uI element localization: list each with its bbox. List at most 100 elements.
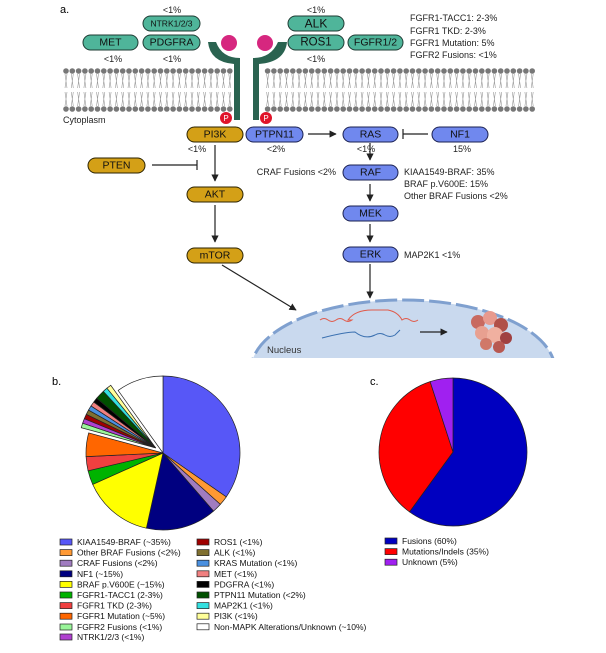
node-label: RAF (360, 167, 381, 179)
legend-item: CRAF Fusions (<2%) (59, 558, 158, 568)
legend-item: PI3K (<1%) (196, 611, 258, 621)
legend-swatch (59, 623, 73, 631)
legend-swatch (196, 538, 210, 546)
node-ras: RAS (342, 126, 399, 143)
dna-icon (319, 309, 419, 322)
legend-swatch (59, 633, 73, 641)
phospho-icon: P (220, 112, 232, 124)
pie-chart-c (378, 377, 528, 527)
met-freq: <1% (104, 54, 122, 64)
legend-label: Mutations/Indels (35%) (402, 547, 489, 557)
cell-membrane (63, 68, 535, 112)
ligand-icon (221, 35, 237, 51)
legend-label: FGFR2 Fusions (<1%) (77, 622, 162, 632)
legend-label: Unknown (5%) (402, 557, 458, 567)
pi3k-freq: <1% (188, 144, 206, 154)
legend-swatch (384, 537, 398, 545)
legend-item: KRAS Mutation (<1%) (196, 558, 298, 568)
legend-swatch (196, 612, 210, 620)
ras-freq: <1% (357, 144, 375, 154)
nf1-freq: 15% (453, 144, 471, 154)
legend-swatch (59, 591, 73, 599)
legend-item: Mutations/Indels (35%) (384, 547, 489, 557)
legend-swatch (196, 570, 210, 578)
legend-item: PTPN11 Mutation (<2%) (196, 590, 306, 600)
arrow-mtor-nucleus (221, 264, 297, 311)
receptor-dimer (208, 35, 287, 120)
legend-label: MAP2K1 (<1%) (214, 601, 273, 611)
legend-swatch (59, 602, 73, 609)
legend-item: PDGFRA (<1%) (196, 579, 274, 589)
legend-swatch (59, 612, 73, 620)
legend-item: FGFR2 Fusions (<1%) (59, 622, 162, 632)
dna-icon (321, 329, 401, 339)
legend-swatch (196, 559, 210, 567)
pie-chart-b (80, 375, 241, 531)
pie-slice (117, 375, 164, 455)
legend-item: ALK (<1%) (196, 548, 256, 558)
ros1-freq: <1% (307, 54, 325, 64)
pie-slice (378, 381, 454, 513)
node-label: FGFR1/2 (354, 37, 397, 49)
raf-note: Other BRAF Fusions <2% (404, 191, 508, 201)
panel-c-label: c. (370, 376, 379, 388)
node-label: PTEN (102, 160, 130, 172)
pie-slice (145, 452, 215, 531)
ptpn11-freq: <2% (267, 144, 285, 154)
node-label: ROS1 (300, 37, 331, 49)
node-label: AKT (205, 189, 226, 201)
legend-label: ALK (<1%) (214, 548, 256, 558)
legend-swatch (384, 548, 398, 555)
legend-label: PDGFRA (<1%) (214, 579, 274, 589)
node-label: PI3K (204, 129, 227, 141)
legend-label: FGFR1 TKD (2-3%) (77, 601, 152, 611)
legend-swatch (59, 549, 73, 556)
node-label: PTPN11 (255, 129, 294, 141)
legend-item: MAP2K1 (<1%) (196, 601, 273, 611)
legend-swatch (59, 581, 73, 588)
legend-label: PTPN11 Mutation (<2%) (214, 590, 306, 600)
legend-label: FGFR1-TACC1 (2-3%) (77, 590, 163, 600)
node-pten: PTEN (87, 157, 146, 174)
legend-item: KIAA1549-BRAF (~35%) (59, 537, 171, 547)
pie-slice (85, 432, 164, 457)
legend-item: NTRK1/2/3 (<1%) (59, 632, 144, 642)
fgfr-note: FGFR1 TKD: 2-3% (410, 26, 486, 36)
legend-item: Fusions (60%) (384, 536, 457, 546)
node-ros1: ROS1 (287, 34, 345, 51)
legend-swatch (384, 558, 398, 566)
legend-swatch (196, 591, 210, 599)
node-pi3k: PI3K (186, 126, 244, 143)
legend-swatch (196, 602, 210, 609)
alk-freq: <1% (307, 5, 325, 15)
legend-item: Non-MAPK Alterations/Unknown (~10%) (196, 622, 367, 632)
ntrk-freq: <1% (163, 5, 181, 15)
legend-item: Other BRAF Fusions (<2%) (59, 548, 181, 558)
legend-label: KIAA1549-BRAF (~35%) (77, 537, 171, 547)
panel-a: a. <1% NTRK1/2/3 MET PDGFRA <1% <1% <1% … (60, 4, 555, 358)
panel-a-label: a. (60, 4, 69, 16)
node-ntrk: NTRK1/2/3 (142, 15, 201, 32)
legend-label: PI3K (<1%) (214, 611, 258, 621)
legend-swatch (196, 549, 210, 556)
legend-label: KRAS Mutation (<1%) (214, 558, 298, 568)
node-label: mTOR (200, 250, 231, 262)
pdgfra-freq: <1% (163, 54, 181, 64)
raf-note: BRAF p.V600E: 15% (404, 179, 488, 189)
erk-note: MAP2K1 <1% (404, 250, 460, 260)
node-pdgfra: PDGFRA (142, 34, 201, 51)
legend-label: Non-MAPK Alterations/Unknown (~10%) (214, 622, 367, 632)
pie-slice (162, 375, 241, 498)
legend-item: Unknown (5%) (384, 557, 458, 567)
node-label: MEK (359, 208, 382, 220)
fgfr-note: FGFR1-TACC1: 2-3% (410, 13, 497, 23)
node-erk: ERK (342, 246, 399, 263)
phospho-label: P (263, 114, 268, 123)
node-label: NTRK1/2/3 (150, 19, 192, 29)
phospho-label: P (223, 114, 228, 123)
legend-item: NF1 (~15%) (59, 569, 123, 579)
legend-item: FGFR1 Mutation (~5%) (59, 611, 165, 621)
cytoplasm-label: Cytoplasm (63, 115, 106, 125)
pie-slice (429, 377, 454, 453)
